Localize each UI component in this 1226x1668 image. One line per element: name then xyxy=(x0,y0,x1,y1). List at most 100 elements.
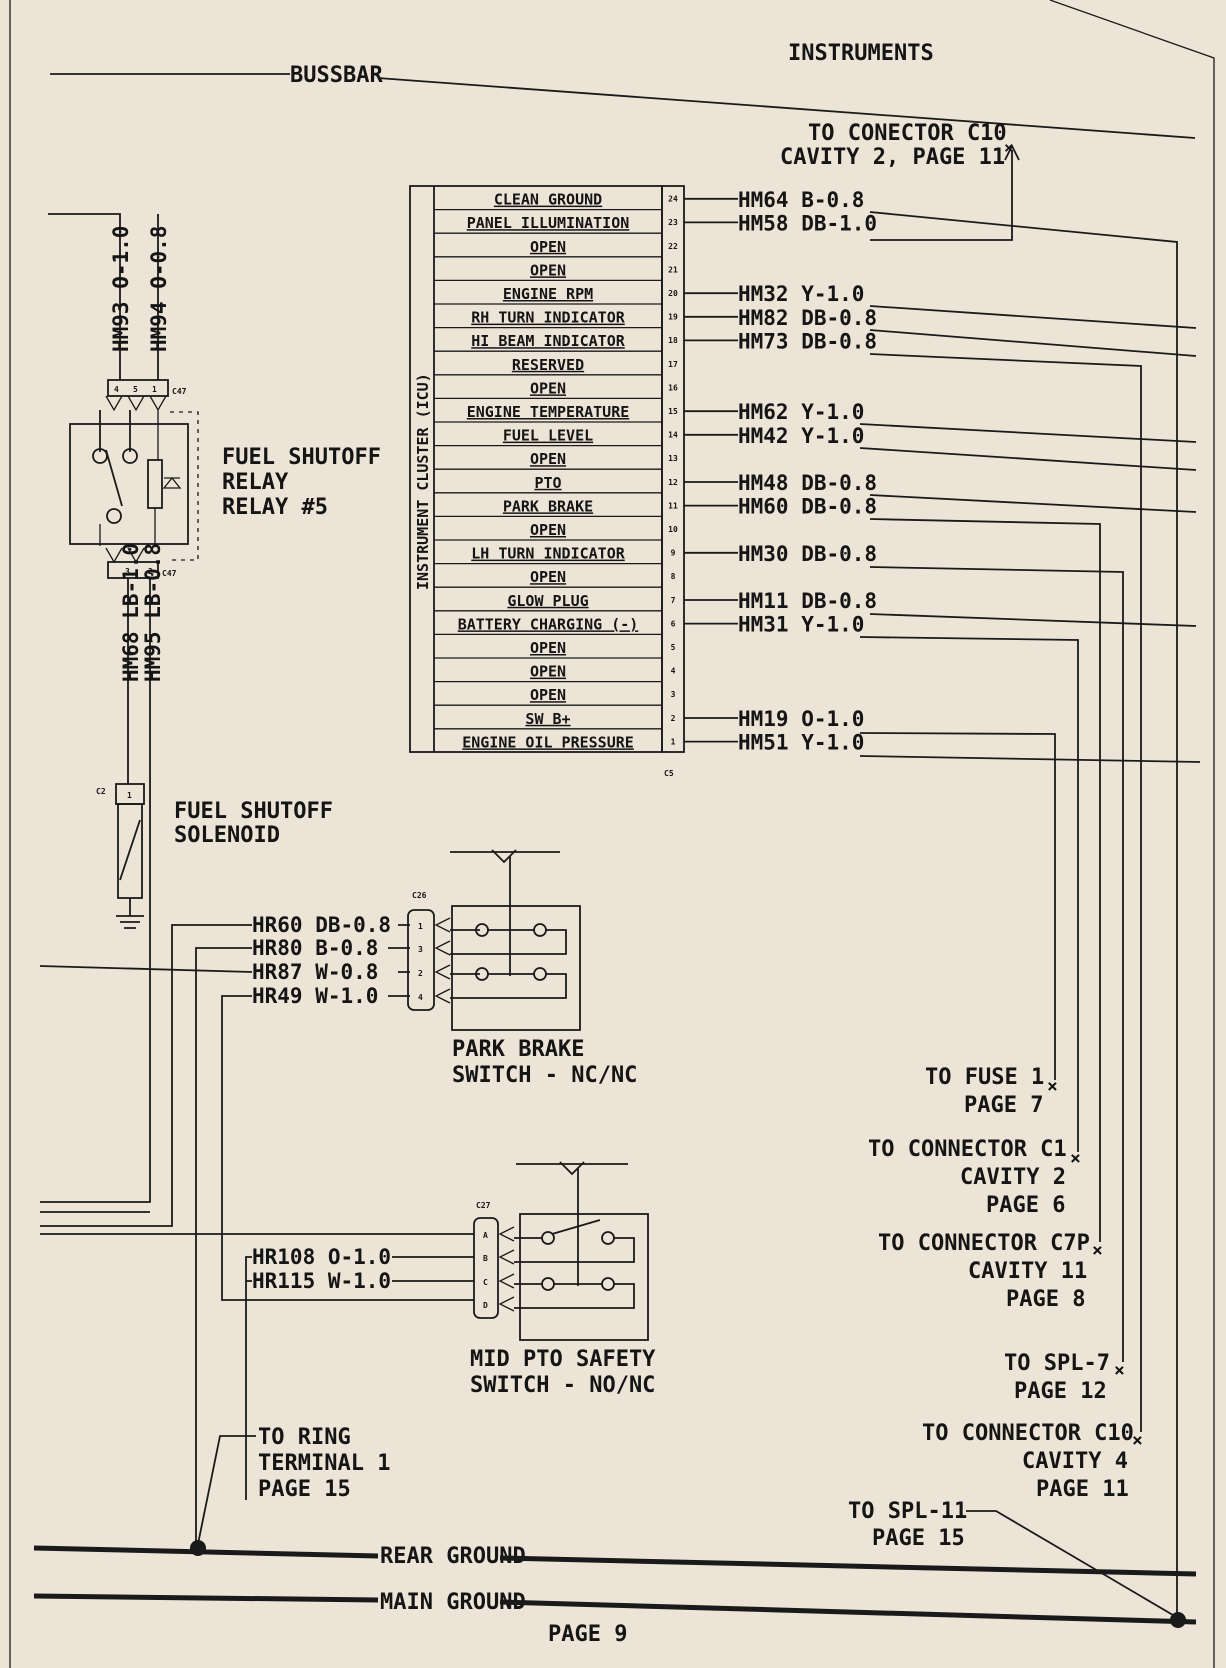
icu-wire-label: HM73 DB-0.8 xyxy=(738,329,877,353)
icu-row-label: OPEN xyxy=(530,639,566,657)
pto-contact-3 xyxy=(541,1277,555,1291)
wire-hr60 xyxy=(40,924,252,1227)
ref-c7p-line1: TO CONNECTOR C7P xyxy=(878,1231,1090,1256)
relay-bottom-connector xyxy=(107,561,159,579)
icu-pin-number: 22 xyxy=(668,242,678,251)
icu-pin-number: 10 xyxy=(668,525,678,534)
icu-row-label: OPEN xyxy=(530,521,566,539)
ref-c10-line1: TO CONNECTOR C10 xyxy=(922,1421,1134,1446)
relay-bottom-wire-2: HM95 LB-0.8 xyxy=(141,543,165,682)
icu-pin-number: 9 xyxy=(671,549,676,558)
park-wire-3: HR87 W-0.8 xyxy=(252,960,378,984)
icu-wire-label: HM48 DB-0.8 xyxy=(738,471,877,495)
icu-pin-number: 1 xyxy=(671,737,676,746)
bussbar-line-right xyxy=(377,77,1196,139)
fuel-shutoff-solenoid: 1 C2 FUEL SHUTOFF SOLENOID xyxy=(96,783,333,929)
main-ground-bar-left xyxy=(33,1593,379,1603)
ref-c7p-line3: PAGE 8 xyxy=(1006,1287,1085,1312)
icu-pin-number: 21 xyxy=(668,265,678,274)
park-loop-2 xyxy=(450,973,567,999)
park-actuator-icon xyxy=(491,849,517,864)
ref-c1-line3: PAGE 6 xyxy=(986,1193,1065,1218)
wire-hm60 xyxy=(869,518,1101,1242)
wire-hm31 xyxy=(859,636,1079,1152)
icu-pin-number: 6 xyxy=(671,619,676,628)
relay-switch-arm xyxy=(105,449,123,507)
c10-top-wire xyxy=(870,150,1013,241)
icu-row-label: BATTERY CHARGING (-) xyxy=(458,615,639,633)
wire-hm11 xyxy=(869,613,1197,627)
pto-contact-4 xyxy=(601,1277,615,1291)
wire-hm62 xyxy=(859,423,1197,443)
right-border xyxy=(1049,0,1215,1668)
icu-pin-number: 5 xyxy=(671,643,676,652)
icu-wire-label: HM58 DB-1.0 xyxy=(738,211,877,235)
park-pin-4: 4 xyxy=(418,993,423,1002)
park-pin-3: 3 xyxy=(418,945,423,954)
icu-pin-number: 4 xyxy=(671,667,676,676)
fuel-shutoff-relay: HM93 O-1.0 HM94 O-0.8 4 5 1 C47 3 2 C47 … xyxy=(40,213,381,1203)
icu-wire-label: HM60 DB-0.8 xyxy=(738,495,877,519)
solenoid-label-2: SOLENOID xyxy=(174,823,280,848)
pto-switch-body xyxy=(519,1213,649,1341)
park-label-2: SWITCH - NC/NC xyxy=(452,1063,637,1088)
icu-wire-label: HM51 Y-1.0 xyxy=(738,731,864,755)
relay-wire-hm93 xyxy=(48,213,121,380)
relay-coil xyxy=(147,459,163,509)
relay-contact-node-2 xyxy=(122,448,138,464)
solenoid-label-1: FUEL SHUTOFF xyxy=(174,799,333,824)
x-mark: × xyxy=(1092,1240,1103,1261)
x-mark: × xyxy=(1047,1076,1058,1097)
pto-pin-b: B xyxy=(483,1254,488,1263)
ref-spl7-line2: PAGE 12 xyxy=(1014,1379,1107,1404)
park-brake-switch: HR60 DB-0.8 HR80 B-0.8 HR87 W-0.8 HR49 W… xyxy=(39,849,637,1548)
park-wire-2: HR80 B-0.8 xyxy=(252,936,378,960)
pto-blade-open xyxy=(551,1219,601,1235)
pto-pin-chevrons xyxy=(498,1226,515,1312)
relay-bottom-wire-1: HM68 LB-1.0 xyxy=(119,543,143,682)
spl11-node xyxy=(1170,1612,1186,1628)
pto-wire-1: HR108 O-1.0 xyxy=(252,1245,391,1269)
ref-spl11-line2: PAGE 15 xyxy=(872,1526,965,1551)
icu-row-label: OPEN xyxy=(530,450,566,468)
c10-top-arrow xyxy=(1004,143,1020,161)
wire-hm48 xyxy=(869,494,1197,513)
ref-c10-line3: PAGE 11 xyxy=(1036,1477,1129,1502)
x-mark: × xyxy=(1004,138,1014,157)
wire-hm64 xyxy=(869,211,1178,1620)
relay-bottom-leads xyxy=(99,508,156,546)
relay-top-wire-1: HM93 O-1.0 xyxy=(109,226,133,352)
ring-terminal-node xyxy=(190,1540,206,1556)
relay-label-3: RELAY #5 xyxy=(222,495,328,520)
icu-row-label: GLOW PLUG xyxy=(507,592,588,610)
ref-ring-line2: TERMINAL 1 xyxy=(258,1451,390,1476)
icu-row-label: OPEN xyxy=(530,379,566,397)
relay-pin-3: 3 xyxy=(125,567,130,576)
icu-row-label: HI BEAM INDICATOR xyxy=(471,332,625,350)
pto-contact-2 xyxy=(601,1231,615,1245)
x-mark: × xyxy=(1114,1360,1125,1381)
pto-loop-1 xyxy=(514,1237,635,1263)
relay-wire-hm95 xyxy=(40,578,151,1203)
pto-label-1: MID PTO SAFETY xyxy=(470,1347,656,1372)
spl11-leader xyxy=(966,1510,1179,1619)
icu-pin-number: 19 xyxy=(668,313,678,322)
ref-fuse1-line2: PAGE 7 xyxy=(964,1093,1043,1118)
park-wire-tails xyxy=(388,924,410,997)
pto-pin-d: D xyxy=(483,1301,488,1310)
bussbar-label: BUSSBAR xyxy=(290,63,383,88)
pto-pin-c: C xyxy=(483,1278,488,1287)
icu-pin-number: 15 xyxy=(668,407,678,416)
park-wire-1: HR60 DB-0.8 xyxy=(252,913,391,937)
ref-ring-line1: TO RING xyxy=(258,1425,351,1450)
relay-top-pins xyxy=(105,395,167,412)
icu-pin-number: 8 xyxy=(671,572,676,581)
icu-row-label: PTO xyxy=(534,474,561,492)
wire-hm82 xyxy=(869,329,1197,357)
page-title: INSTRUMENTS xyxy=(788,41,934,66)
relay-top-connector xyxy=(107,379,169,397)
icu-row-label: SW B+ xyxy=(525,710,570,728)
ref-spl7-line1: TO SPL-7 xyxy=(1004,1351,1110,1376)
